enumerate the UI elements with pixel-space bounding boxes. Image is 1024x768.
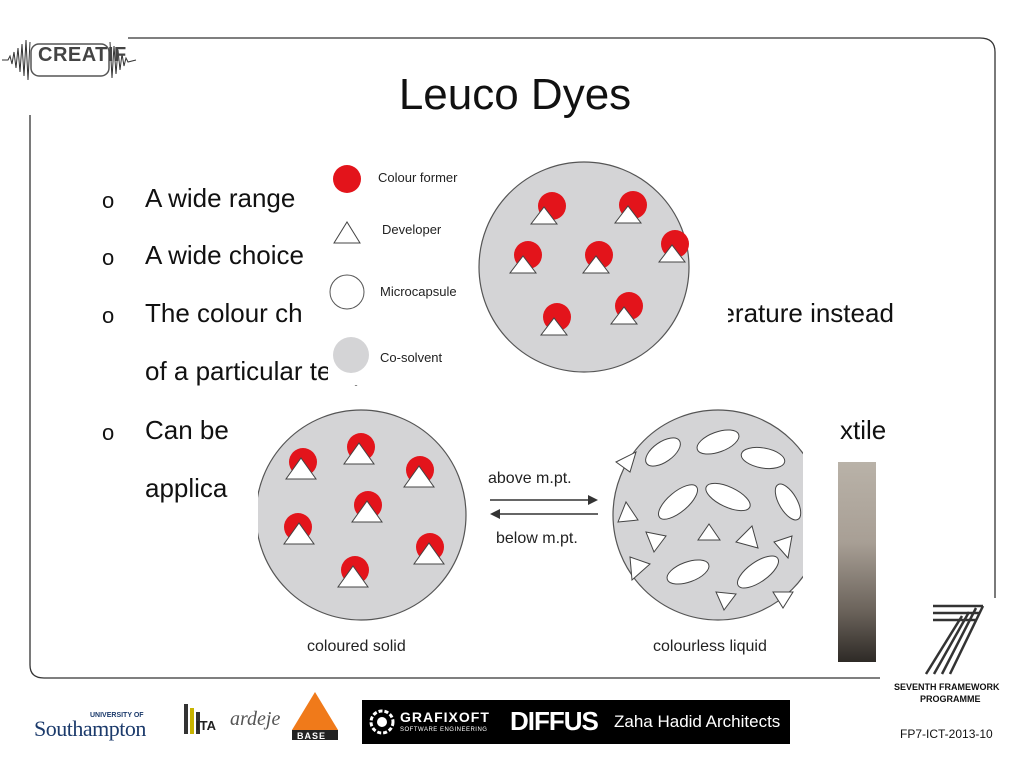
grafixoft-sub: SOFTWARE ENGINEERING [400,727,488,733]
diffus-logo: DIFFUS [510,706,599,736]
bullet-marker-2: o [102,245,115,270]
colour-former-legend-icon [333,165,361,193]
base-logo: BASE [297,731,327,741]
creatif-brand: CREATIF [38,44,127,66]
fp7-logo: SEVENTH FRAMEWORK [888,598,1018,698]
fp7-line2: PROGRAMME [920,694,981,704]
liquid-particles [615,429,802,611]
legend-microcapsule: Microcapsule [380,284,457,299]
bullet-4: Can be [145,415,229,445]
southampton-small: UNIVERSITY OF [90,712,144,719]
zaha-logo: Zaha Hadid Architects [614,712,781,731]
legend-graphics [329,161,690,373]
grafixoft-gear-icon [369,709,395,735]
fp7-line1: SEVENTH FRAMEWORK [894,682,1000,692]
partner-banner [362,700,790,744]
co-solvent-legend-icon [333,337,369,373]
ardeje-logo: ardeje [230,708,281,730]
bullet-4-cont: applica [145,473,228,503]
bullet-1: A wide range [145,183,296,213]
bullet-3: The colour ch [145,298,303,328]
legend-co-solvent: Co-solvent [380,350,443,365]
base-logo-icon [292,692,338,740]
slide-title: Leuco Dyes [398,70,632,119]
grant-code: FP7-ICT-2013-10 [900,727,993,741]
bullet-2: A wide choice [145,240,304,270]
legend-developer: Developer [382,222,442,237]
above-mp-label: above m.pt. [488,470,572,487]
microcapsule-circle [478,161,690,373]
solid-particles [283,433,445,588]
developer-legend-icon [333,221,361,244]
ita-logo-icon [184,704,200,734]
creatif-waveform-icon [2,39,137,81]
legend-colour-former: Colour former [378,170,458,185]
southampton-logo: Southampton [34,716,146,741]
coloured-solid-caption: coloured solid [307,638,406,655]
phase-graphics [258,409,803,621]
creatif-logo: CREATIF [0,30,140,90]
grafixoft-logo: GRAFIXOFT [400,709,490,725]
fp7-seven-icon [924,604,985,675]
bullet-marker-1: o [102,188,115,213]
capsule-particles [508,191,689,336]
fabric-photo [838,462,876,662]
bullet-marker-3: o [102,303,115,328]
ita-logo: ITA [196,718,216,733]
below-mp-label: below m.pt. [496,530,578,547]
colourless-liquid-caption: colourless liquid [653,638,767,655]
equilibrium-arrows-icon [490,495,598,519]
bullet-marker-4: o [102,420,115,445]
bullet-4-end: xtile [840,415,887,445]
bullet-3-end: perature instead [706,298,894,328]
microcapsule-legend-icon [329,274,365,310]
